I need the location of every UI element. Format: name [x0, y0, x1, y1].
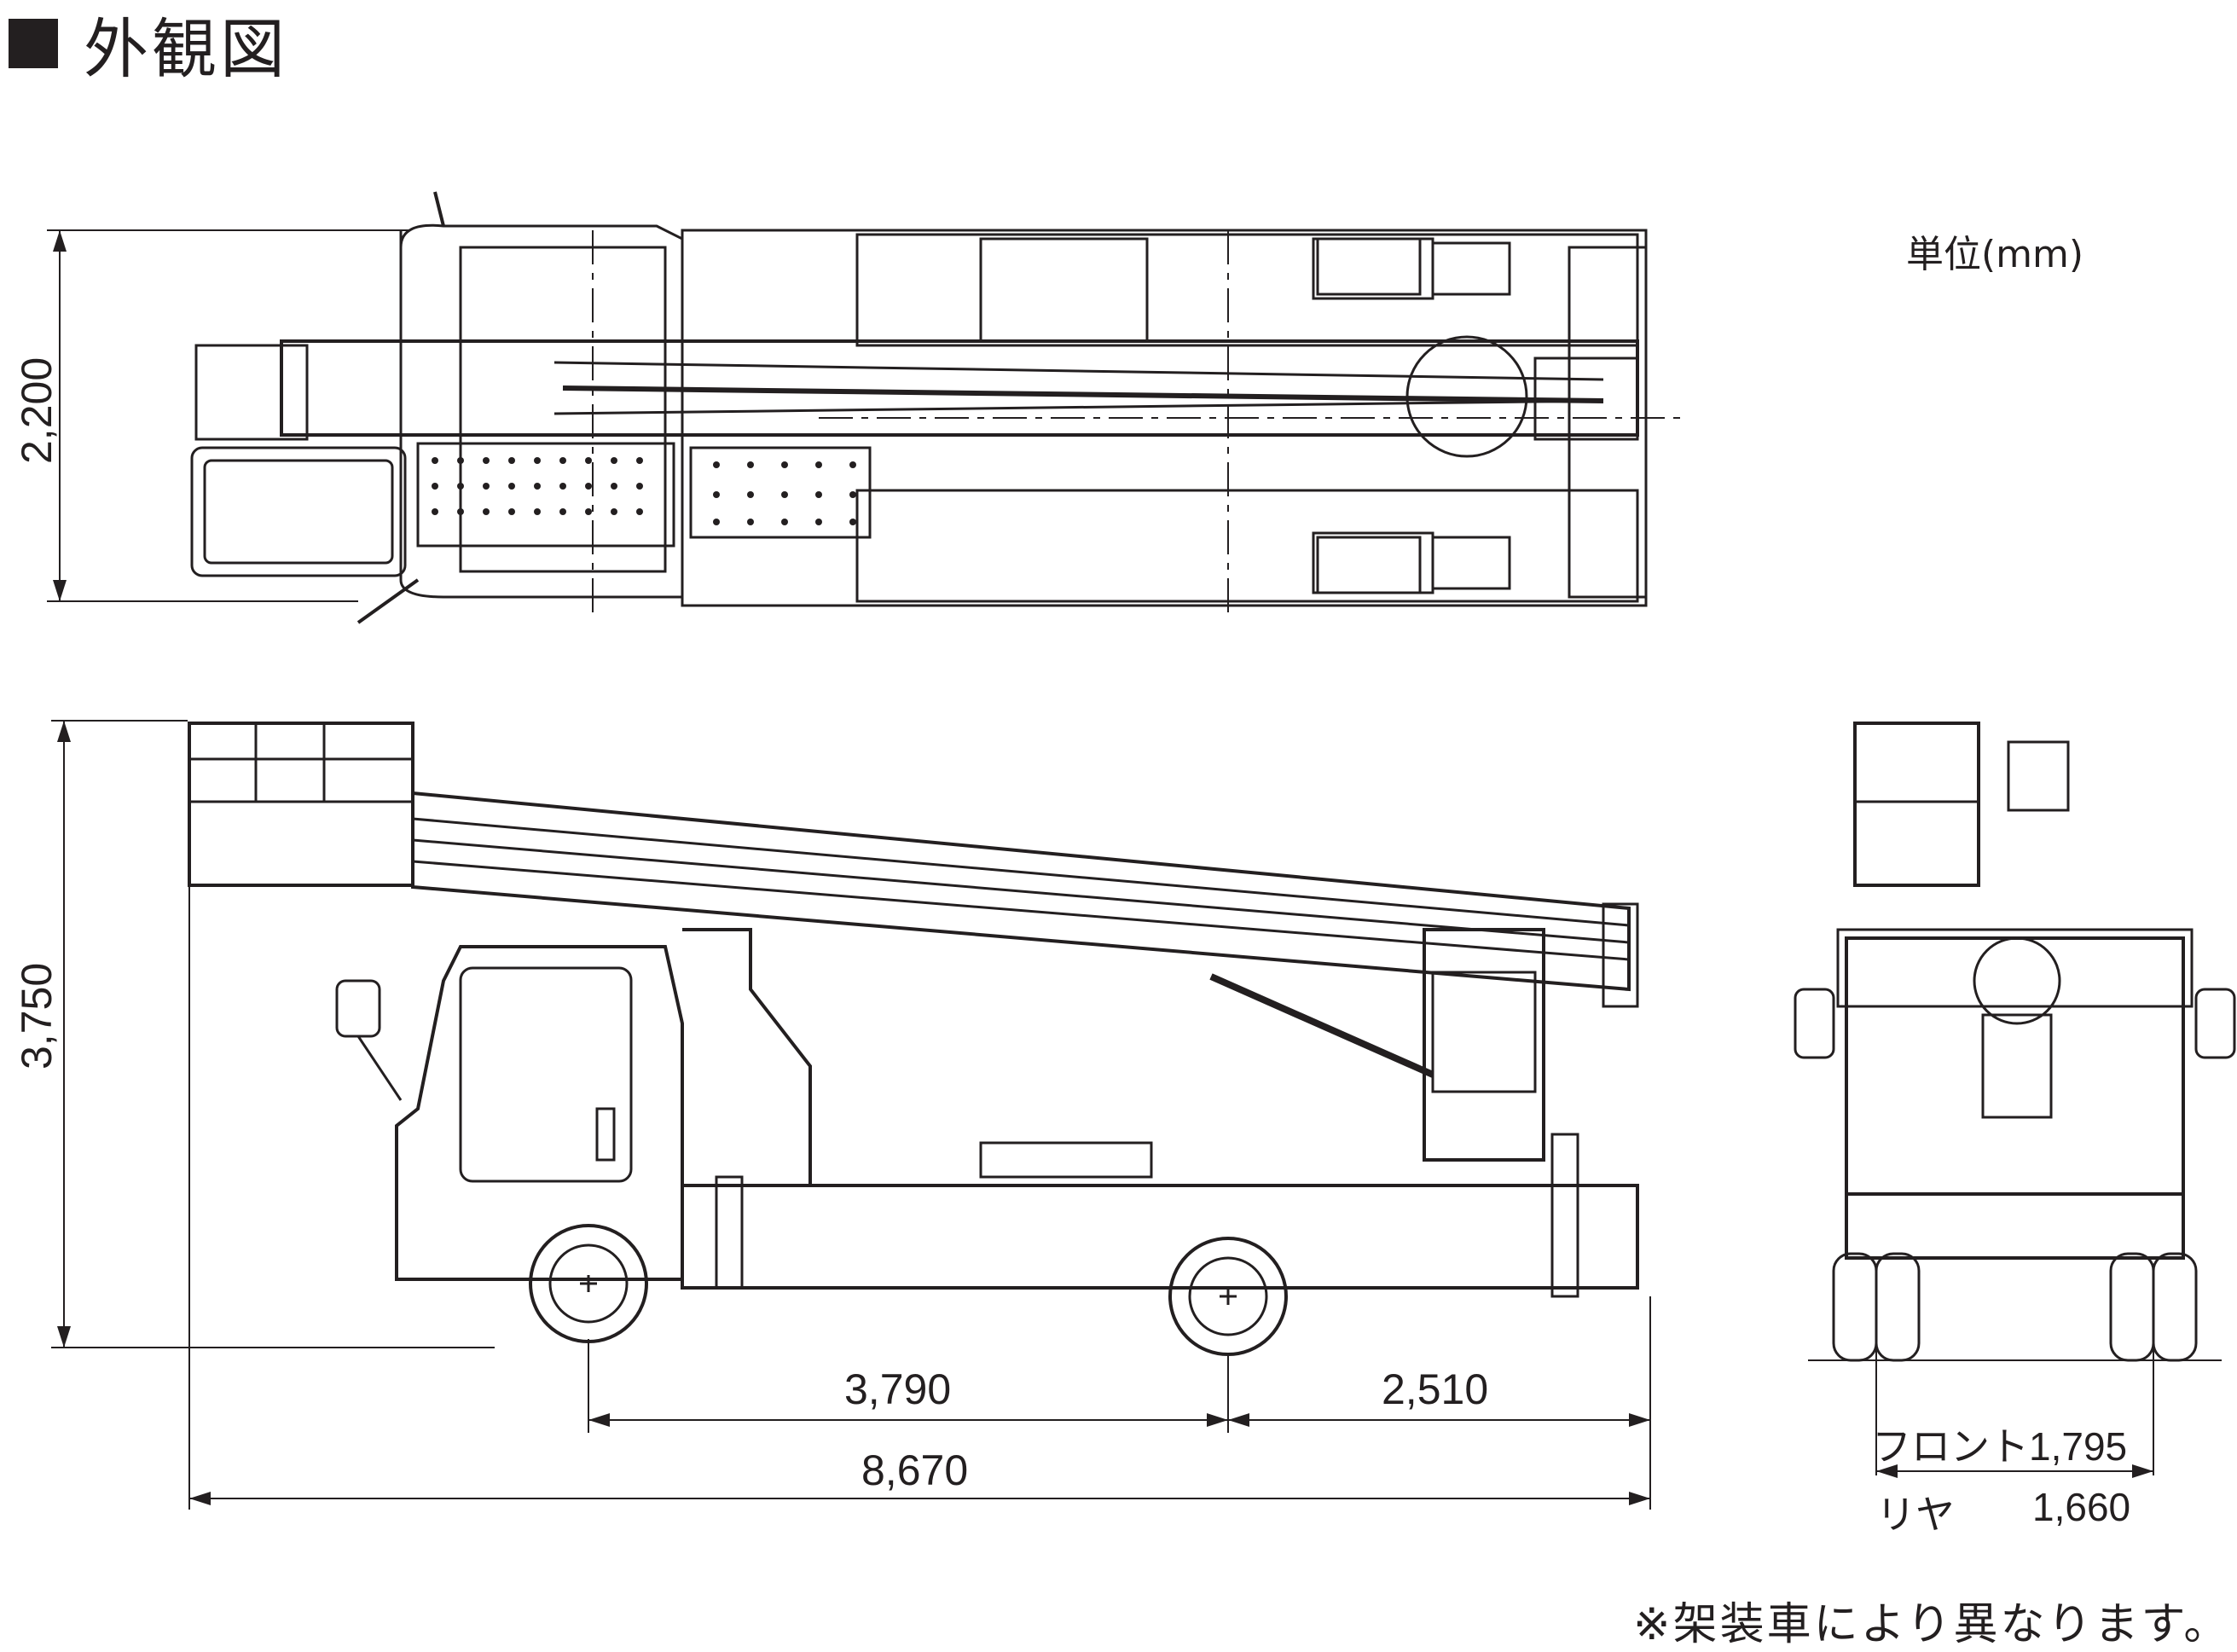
page-title: 外観図: [84, 11, 288, 87]
front-track-label: フロント: [1872, 1424, 2029, 1469]
rear-track-label: リヤ: [1876, 1493, 1955, 1537]
dim-wheelbase: 3,790: [844, 1365, 952, 1413]
dim-rear-overhang: 2,510: [1382, 1365, 1489, 1413]
dim-width: 2,200: [13, 356, 61, 464]
dim-height: 3,750: [13, 962, 61, 1069]
unit-label: 単位(mm): [1906, 233, 2084, 276]
front-track-row: フロント1,795: [1872, 1416, 2127, 1472]
title-square-icon: [9, 19, 58, 68]
side-view: [51, 720, 1651, 1510]
rear-view: [1794, 722, 2236, 1478]
front-track-value: 1,795: [2029, 1424, 2128, 1469]
title-row: 外観図: [9, 5, 288, 87]
rear-track-value: 1,660: [2032, 1485, 2131, 1529]
footnote: ※架装車により異なります。: [1633, 1599, 2231, 1650]
dim-overall-length: 8,670: [861, 1446, 969, 1494]
top-view: [47, 191, 1680, 624]
